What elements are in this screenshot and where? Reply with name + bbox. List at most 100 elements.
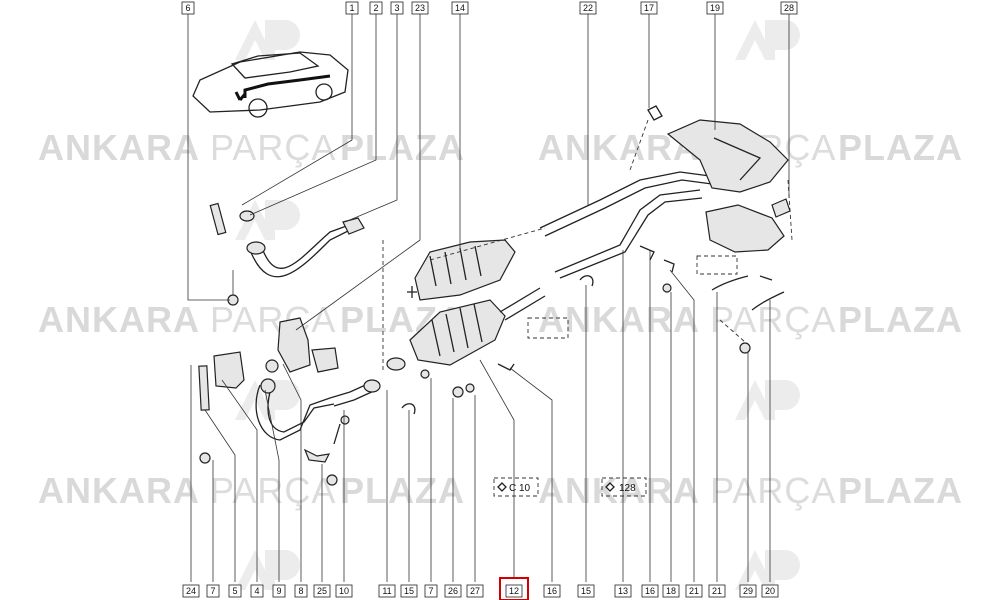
part-label: 4 [250,584,264,598]
svg-text:11: 11 [382,586,391,596]
logo-mark [235,550,300,590]
part-label: 22 [579,1,597,15]
part-label: 29 [739,584,757,598]
svg-text:4: 4 [254,586,259,596]
watermark-bold: ANKARA [38,127,200,168]
svg-text:27: 27 [470,586,480,596]
svg-text:23: 23 [415,3,425,13]
svg-text:10: 10 [339,586,349,596]
svg-text:29: 29 [743,586,753,596]
logo-mark [235,380,300,420]
watermark-light: PARÇA [210,127,336,168]
part-label: 15 [577,584,595,598]
part-label: 26 [444,584,462,598]
watermark-row-3: ANKARA PARÇA PLAZA ANKARA PARÇA PLAZA [38,470,963,511]
front-down-pipe-group [209,202,365,306]
logo-mark [735,380,800,420]
part-label: 6 [181,1,195,15]
part-label: 18 [662,584,680,598]
svg-text:15: 15 [404,586,414,596]
part-label: 1 [345,1,359,15]
code-128: 128 [601,477,647,497]
svg-text:26: 26 [448,586,458,596]
code-c10-text: C 10 [509,483,531,494]
watermark-light: PARÇA [210,299,336,340]
watermark-bold2: PLAZA [838,299,963,340]
svg-text:21: 21 [689,586,699,596]
part-label: 19 [706,1,724,15]
logo-mark [735,20,800,60]
part-label-highlighted: 12 [499,577,529,600]
svg-text:7: 7 [210,586,215,596]
part-label: 5 [228,584,242,598]
watermark-bold2: PLAZA [340,470,465,511]
part-label: 3 [390,1,404,15]
car-illustration [192,51,349,118]
watermark-layer: ANKARA PARÇA PLAZA ANKARA PARÇA PLAZA AN… [38,20,963,590]
svg-text:25: 25 [317,586,327,596]
part-label: 16 [543,584,561,598]
part-label: 2 [369,1,383,15]
svg-text:16: 16 [547,586,557,596]
leader-lines [187,14,790,582]
watermark-row-1: ANKARA PARÇA PLAZA ANKARA PARÇA PLAZA [38,127,963,168]
part-label: 11 [378,584,396,598]
part-label: 25 [313,584,331,598]
svg-text:18: 18 [666,586,676,596]
hangers-right [639,245,785,354]
svg-text:19: 19 [710,3,720,13]
intermediate-pipe [429,119,713,279]
svg-text:14: 14 [455,3,465,13]
svg-text:15: 15 [581,586,591,596]
svg-text:12: 12 [509,586,519,596]
part-label: 9 [272,584,286,598]
svg-text:7: 7 [428,586,433,596]
watermark-bold2: PLAZA [838,470,963,511]
clamps-middle [401,275,594,415]
part-label: 17 [640,1,658,15]
svg-text:17: 17 [644,3,654,13]
svg-text:13: 13 [618,586,628,596]
watermark-light: PARÇA [710,470,836,511]
svg-text:28: 28 [784,3,794,13]
svg-text:20: 20 [765,586,775,596]
logo-watermarks [235,20,800,590]
part-label: 21 [685,584,703,598]
watermark-bold2: PLAZA [340,127,465,168]
watermark-bold2: PLAZA [838,127,963,168]
part-label: 23 [411,1,429,15]
catalytic-converter [407,239,516,301]
exhaust-manifold-group [198,240,406,486]
watermark-bold: ANKARA [38,470,200,511]
watermark-bold: ANKARA [38,299,200,340]
logo-mark [235,200,300,240]
part-label: 27 [466,584,484,598]
part-label: 15 [400,584,418,598]
watermark-row-2: ANKARA PARÇA PLAZA ANKARA PARÇA PLAZA [38,299,963,340]
svg-text:3: 3 [394,3,399,13]
part-label: 20 [761,584,779,598]
part-label: 13 [614,584,632,598]
top-labels: 6 1 2 3 23 14 22 17 19 28 [181,1,798,15]
watermark-light: PARÇA [710,299,836,340]
svg-text:16: 16 [645,586,655,596]
watermark-bold: ANKARA [538,299,700,340]
bottom-labels: 24 7 5 4 9 8 25 10 11 15 7 26 27 12 16 1… [182,577,779,600]
svg-text:21: 21 [712,586,722,596]
part-label: 7 [424,584,438,598]
part-label: 24 [182,584,200,598]
part-label: 21 [708,584,726,598]
part-label: 7 [206,584,220,598]
watermark-light: PARÇA [210,470,336,511]
svg-text:9: 9 [276,586,281,596]
svg-text:8: 8 [298,586,303,596]
code-c10: C 10 [493,477,539,497]
logo-mark [735,550,800,590]
part-label: 14 [451,1,469,15]
part-label: 8 [294,584,308,598]
part-label: 28 [780,1,798,15]
svg-text:24: 24 [186,586,196,596]
svg-text:22: 22 [583,3,593,13]
part-label: 10 [335,584,353,598]
